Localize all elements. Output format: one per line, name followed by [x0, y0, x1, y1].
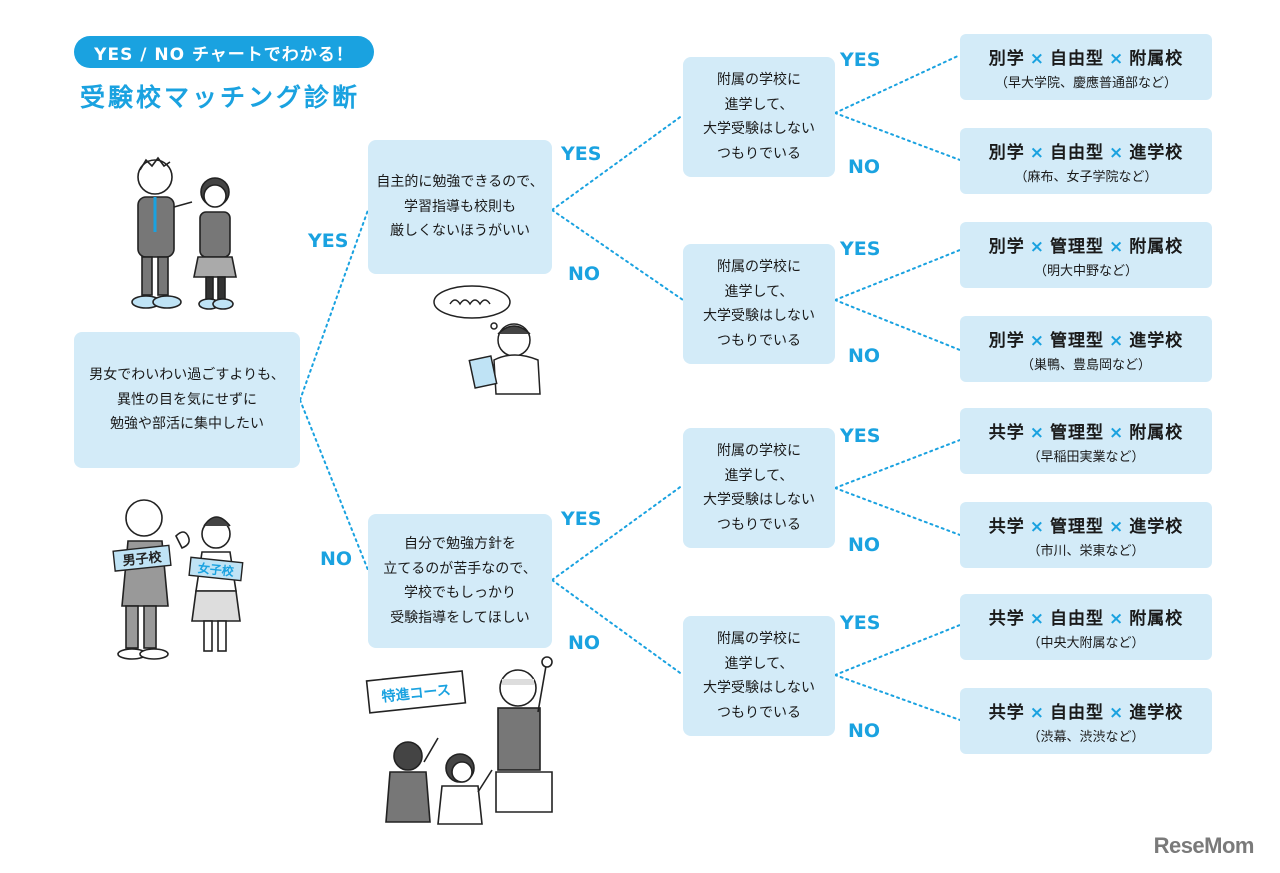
- result-title: 別学×管理型×進学校: [988, 330, 1184, 351]
- question-fuzoku-2: 附属の学校に 進学して、 大学受験はしない つもりでいる: [683, 244, 835, 364]
- result-card: 共学×自由型×進学校 （渋幕、渋渋など）: [960, 688, 1212, 754]
- label-yes: YES: [840, 425, 881, 447]
- result-examples: （巣鴨、豊島岡など）: [1020, 357, 1151, 373]
- question-yes-branch: 自主的に勉強できるので、 学習指導も校則も 厳しくないほうがいい: [368, 140, 552, 274]
- question-fuzoku-3: 附属の学校に 進学して、 大学受験はしない つもりでいる: [683, 428, 835, 548]
- student-reading-illustration: [433, 285, 541, 395]
- result-card: 別学×管理型×附属校 （明大中野など）: [960, 222, 1212, 288]
- page-title: 受験校マッチング診断: [80, 83, 361, 112]
- result-card: 別学×自由型×進学校 （麻布、女子学院など）: [960, 128, 1212, 194]
- chart-badge: YES / NO チャートでわかる！: [74, 36, 374, 68]
- boys-school-sign: 男子校: [122, 549, 163, 569]
- question-fuzoku-1: 附属の学校に 進学して、 大学受験はしない つもりでいる: [683, 57, 835, 177]
- result-title: 共学×自由型×進学校: [988, 702, 1184, 723]
- special-course-illustration: 特進コース: [365, 656, 553, 825]
- result-examples: （明大中野など）: [1033, 263, 1138, 279]
- result-examples: （早稲田実業など）: [1027, 449, 1145, 465]
- label-no: NO: [568, 632, 601, 654]
- result-card: 別学×自由型×附属校 （早大学院、慶應普通部など）: [960, 34, 1212, 100]
- result-title: 別学×自由型×附属校: [988, 48, 1184, 69]
- result-title: 共学×管理型×附属校: [988, 422, 1184, 443]
- result-card: 共学×自由型×附属校 （中央大附属など）: [960, 594, 1212, 660]
- result-examples: （早大学院、慶應普通部など）: [994, 75, 1177, 91]
- label-no: NO: [568, 263, 601, 285]
- result-title: 共学×自由型×附属校: [988, 608, 1184, 629]
- label-no: NO: [320, 548, 353, 570]
- result-title: 共学×管理型×進学校: [988, 516, 1184, 537]
- question-no-branch: 自分で勉強方針を 立てるのが苦手なので、 学校でもしっかり 受験指導をしてほしい: [368, 514, 552, 648]
- label-no: NO: [848, 156, 881, 178]
- label-no: NO: [848, 345, 881, 367]
- result-card: 共学×管理型×進学校 （市川、栄東など）: [960, 502, 1212, 568]
- result-examples: （渋幕、渋渋など）: [1027, 729, 1145, 745]
- label-yes: YES: [561, 508, 602, 530]
- result-title: 別学×自由型×進学校: [988, 142, 1184, 163]
- result-examples: （中央大附属など）: [1027, 635, 1145, 651]
- girls-school-sign: 女子校: [197, 560, 235, 579]
- start-question: 男女でわいわい過ごすよりも、 異性の目を気にせずに 勉強や部活に集中したい: [74, 332, 300, 468]
- resemom-logo: ReseMom: [1153, 833, 1255, 858]
- label-no: NO: [848, 534, 881, 556]
- question-fuzoku-4: 附属の学校に 進学して、 大学受験はしない つもりでいる: [683, 616, 835, 736]
- label-yes: YES: [308, 230, 349, 252]
- result-card: 共学×管理型×附属校 （早稲田実業など）: [960, 408, 1212, 474]
- school-signs-illustration: 男子校 女子校: [112, 499, 244, 660]
- students-talking-illustration: [131, 156, 237, 310]
- label-yes: YES: [561, 143, 602, 165]
- label-no: NO: [848, 720, 881, 742]
- label-yes: YES: [840, 49, 881, 71]
- result-examples: （市川、栄東など）: [1027, 543, 1145, 559]
- result-examples: （麻布、女子学院など）: [1014, 169, 1158, 185]
- label-yes: YES: [840, 612, 881, 634]
- result-title: 別学×管理型×附属校: [988, 236, 1184, 257]
- label-yes: YES: [840, 238, 881, 260]
- result-card: 別学×管理型×進学校 （巣鴨、豊島岡など）: [960, 316, 1212, 382]
